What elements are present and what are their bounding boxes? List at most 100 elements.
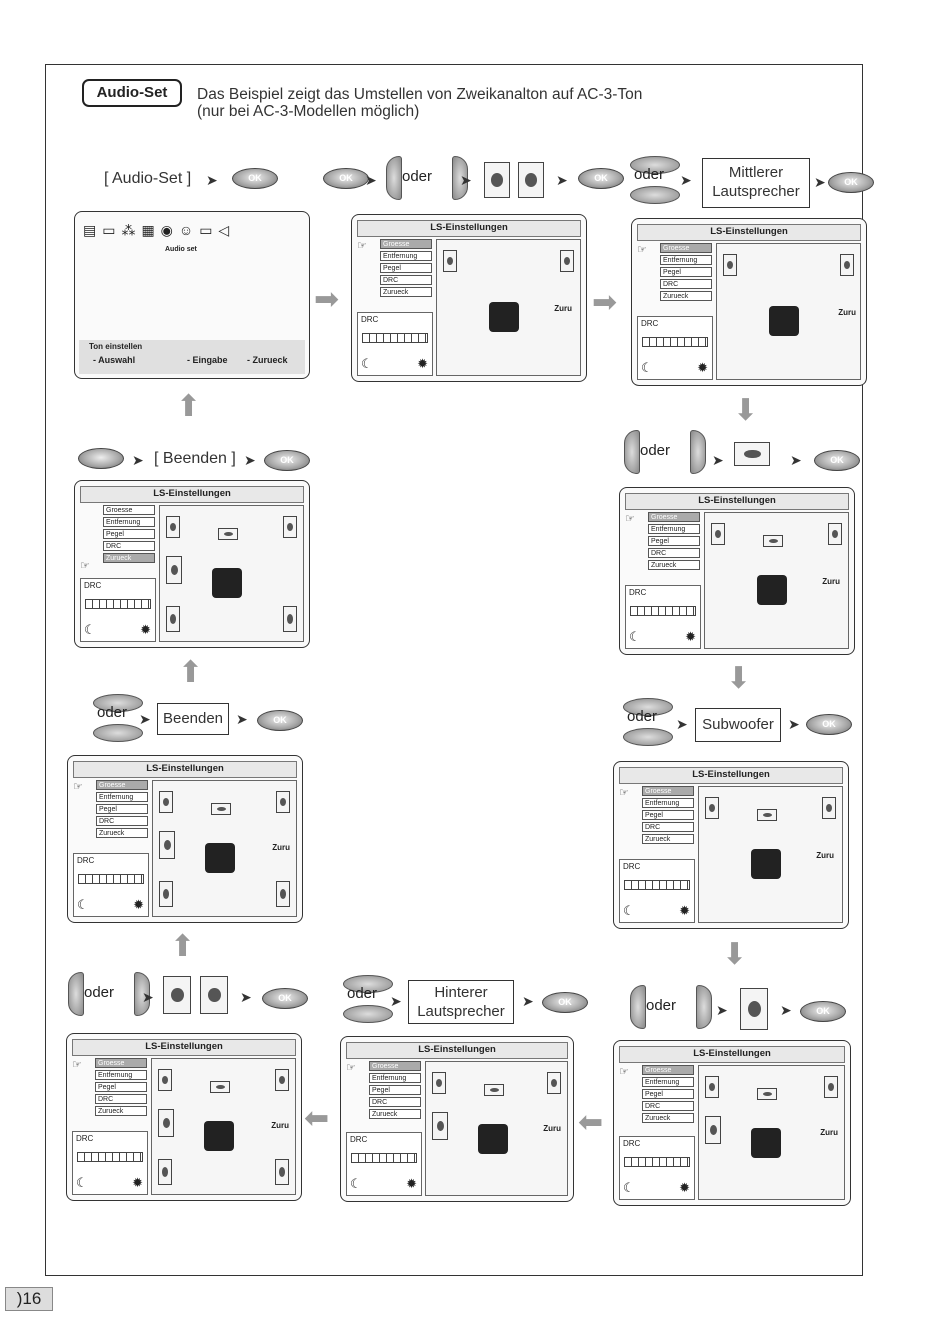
- ok-button[interactable]: OK: [232, 168, 278, 189]
- menu-item[interactable]: Entfernung: [642, 1077, 694, 1087]
- drc-slider[interactable]: [351, 1153, 417, 1163]
- down-button[interactable]: [630, 186, 680, 204]
- menu-item[interactable]: Groesse: [660, 243, 712, 253]
- ok-button[interactable]: OK: [814, 450, 860, 471]
- ok-button[interactable]: OK: [264, 450, 310, 471]
- center-speaker-icon: [757, 1088, 777, 1100]
- left-button[interactable]: [386, 156, 402, 200]
- menu-item[interactable]: Groesse: [369, 1061, 421, 1071]
- drc-slider[interactable]: [642, 337, 708, 347]
- menu-item[interactable]: Entfernung: [648, 524, 700, 534]
- ok-button[interactable]: OK: [262, 988, 308, 1009]
- menu-item[interactable]: DRC: [369, 1097, 421, 1107]
- menu-item[interactable]: Entfernung: [660, 255, 712, 265]
- menu-item[interactable]: DRC: [96, 816, 148, 826]
- menu-item[interactable]: Zurueck: [660, 291, 712, 301]
- menu-item[interactable]: DRC: [642, 1101, 694, 1111]
- menu-item[interactable]: Pegel: [369, 1085, 421, 1095]
- left-button[interactable]: [624, 430, 640, 474]
- oder-label: oder: [640, 442, 671, 459]
- menu-item[interactable]: Groesse: [95, 1058, 147, 1068]
- menu-item[interactable]: Entfernung: [642, 798, 694, 808]
- drc-slider[interactable]: [78, 874, 144, 884]
- drc-slider[interactable]: [630, 606, 696, 616]
- menu-item[interactable]: Pegel: [660, 267, 712, 277]
- menu-item[interactable]: Groesse: [103, 505, 155, 515]
- menu-item[interactable]: Zurueck: [642, 834, 694, 844]
- up-down-buttons[interactable]: oder: [84, 694, 154, 742]
- up-down-buttons[interactable]: oder: [614, 698, 684, 746]
- speaker-icon: [484, 162, 510, 198]
- menu-item[interactable]: Pegel: [96, 804, 148, 814]
- return-button[interactable]: [78, 448, 124, 469]
- ok-button[interactable]: OK: [828, 172, 874, 193]
- menu-item[interactable]: Entfernung: [95, 1070, 147, 1080]
- up-down-buttons[interactable]: oder: [334, 975, 404, 1023]
- right-button[interactable]: [690, 430, 706, 474]
- sun-icon: ✹: [132, 1175, 143, 1190]
- ok-button[interactable]: OK: [800, 1001, 846, 1022]
- menu-item[interactable]: DRC: [648, 548, 700, 558]
- zurueck-label: - Zurueck: [247, 355, 288, 365]
- menu-item[interactable]: Groesse: [380, 239, 432, 249]
- up-down-buttons[interactable]: oder: [621, 156, 691, 204]
- drc-slider[interactable]: [85, 599, 151, 609]
- ok-button[interactable]: OK: [806, 714, 852, 735]
- menu-item[interactable]: Groesse: [642, 786, 694, 796]
- menu-item[interactable]: Groesse: [642, 1065, 694, 1075]
- menu-item[interactable]: Zurueck: [95, 1106, 147, 1116]
- menu-item[interactable]: Zurueck: [648, 560, 700, 570]
- menu-item[interactable]: Zurueck: [380, 287, 432, 297]
- drc-slider[interactable]: [362, 333, 428, 343]
- menu-item[interactable]: DRC: [642, 822, 694, 832]
- up-button[interactable]: [93, 694, 143, 712]
- pointer-icon: ☞: [72, 1059, 82, 1071]
- up-button[interactable]: [630, 156, 680, 174]
- ok-button[interactable]: OK: [578, 168, 624, 189]
- menu-item[interactable]: Pegel: [380, 263, 432, 273]
- menu-item[interactable]: Entfernung: [96, 792, 148, 802]
- ok-button[interactable]: OK: [542, 992, 588, 1013]
- menu-item[interactable]: Zurueck: [369, 1109, 421, 1119]
- down-button[interactable]: [343, 1005, 393, 1023]
- menu-item[interactable]: Pegel: [103, 529, 155, 539]
- left-right-buttons[interactable]: oder: [68, 972, 150, 1018]
- zuru-label: Zuru: [820, 1128, 838, 1137]
- ok-button[interactable]: OK: [257, 710, 303, 731]
- menu-item[interactable]: Entfernung: [380, 251, 432, 261]
- left-button[interactable]: [68, 972, 84, 1016]
- menu-item[interactable]: Pegel: [95, 1082, 147, 1092]
- down-button[interactable]: [93, 724, 143, 742]
- ls-menu: Groesse Entfernung Pegel DRC Zurueck: [380, 239, 432, 299]
- drc-slider[interactable]: [624, 880, 690, 890]
- left-button[interactable]: [630, 985, 646, 1029]
- menu-item[interactable]: Groesse: [96, 780, 148, 790]
- menu-item[interactable]: Entfernung: [103, 517, 155, 527]
- menu-item[interactable]: Pegel: [642, 1089, 694, 1099]
- drc-slider[interactable]: [624, 1157, 690, 1167]
- up-button[interactable]: [343, 975, 393, 993]
- menu-item[interactable]: DRC: [95, 1094, 147, 1104]
- menu-item[interactable]: Zurueck: [103, 553, 155, 563]
- drc-slider[interactable]: [77, 1152, 143, 1162]
- menu-item[interactable]: Zurueck: [96, 828, 148, 838]
- menu-item[interactable]: Zurueck: [642, 1113, 694, 1123]
- up-button[interactable]: [623, 698, 673, 716]
- down-button[interactable]: [623, 728, 673, 746]
- flow-arrow-down: ⬇: [733, 394, 759, 427]
- zuru-label: Zuru: [271, 1121, 289, 1130]
- left-right-buttons[interactable]: oder: [630, 985, 712, 1031]
- menu-item[interactable]: DRC: [660, 279, 712, 289]
- left-right-buttons[interactable]: oder: [624, 430, 706, 476]
- right-button[interactable]: [696, 985, 712, 1029]
- menu-item[interactable]: DRC: [103, 541, 155, 551]
- menu-item[interactable]: Pegel: [642, 810, 694, 820]
- ok-button[interactable]: OK: [323, 168, 369, 189]
- menu-item[interactable]: Pegel: [648, 536, 700, 546]
- menu-item[interactable]: Groesse: [648, 512, 700, 522]
- left-right-buttons[interactable]: oder: [386, 156, 468, 202]
- menu-item[interactable]: Entfernung: [369, 1073, 421, 1083]
- menu-item[interactable]: DRC: [380, 275, 432, 285]
- ls-title: LS-Einstellungen: [72, 1039, 296, 1056]
- speaker-icon: [828, 523, 842, 545]
